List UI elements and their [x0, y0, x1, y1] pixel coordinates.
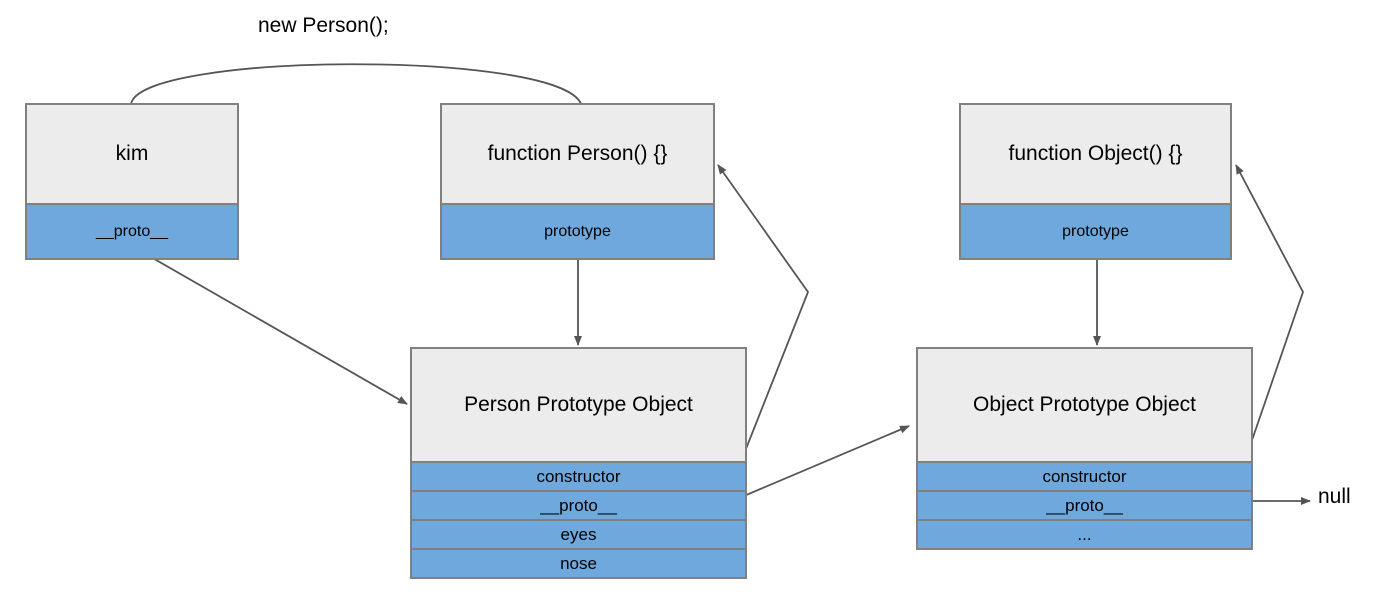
node-person-function-title: function Person() {} [442, 105, 713, 203]
node-person-prototype[interactable]: Person Prototype Object constructor __pr… [410, 347, 747, 579]
node-person-prototype-slot-proto[interactable]: __proto__ [412, 490, 745, 519]
node-person-function[interactable]: function Person() {} prototype [440, 103, 715, 260]
node-person-prototype-slot-constructor[interactable]: constructor [412, 461, 745, 490]
node-person-function-slot-prototype[interactable]: prototype [442, 203, 713, 258]
node-person-prototype-title: Person Prototype Object [412, 349, 745, 461]
node-object-prototype-slot-proto[interactable]: __proto__ [918, 490, 1251, 519]
node-object-function-title: function Object() {} [961, 105, 1230, 203]
node-object-function[interactable]: function Object() {} prototype [959, 103, 1232, 260]
node-object-function-slot-prototype[interactable]: prototype [961, 203, 1230, 258]
label-null: null [1318, 485, 1351, 508]
node-kim[interactable]: kim __proto__ [25, 103, 239, 260]
node-person-prototype-slot-nose[interactable]: nose [412, 548, 745, 577]
node-kim-slot-proto[interactable]: __proto__ [27, 203, 237, 258]
connector-person-proto-to-object-prototype [724, 425, 910, 505]
node-object-prototype-slot-ellipsis[interactable]: ... [918, 519, 1251, 548]
node-object-prototype[interactable]: Object Prototype Object constructor __pr… [916, 347, 1253, 550]
label-new-person: new Person(); [258, 14, 389, 37]
node-object-prototype-slot-constructor[interactable]: constructor [918, 461, 1251, 490]
node-object-prototype-title: Object Prototype Object [918, 349, 1251, 461]
node-person-prototype-slot-eyes[interactable]: eyes [412, 519, 745, 548]
connector-kim-proto-to-person-prototype [129, 244, 408, 405]
connector-new-person [130, 63, 582, 105]
node-kim-title: kim [27, 105, 237, 203]
